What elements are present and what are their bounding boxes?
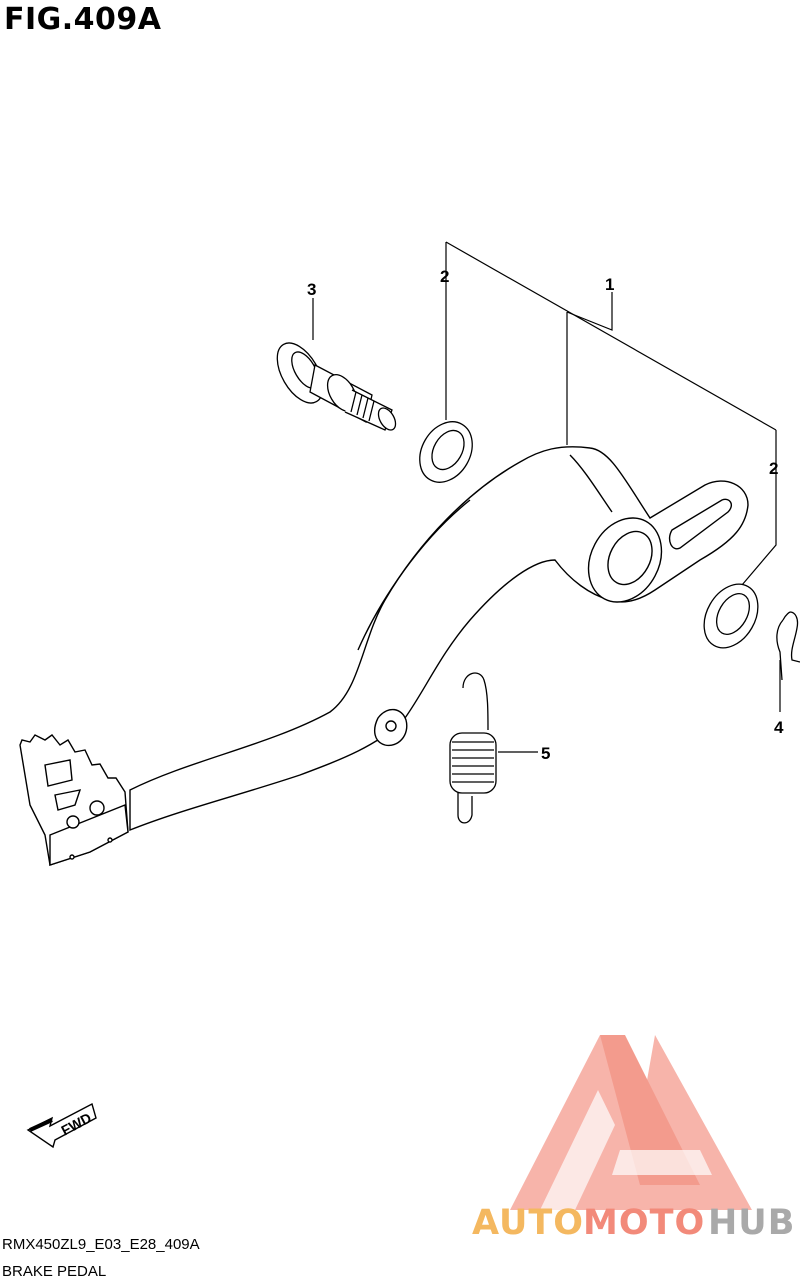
figure-name: BRAKE PEDAL [2, 1263, 107, 1280]
return-spring-part [449, 672, 497, 824]
watermark-auto: AUTO [472, 1203, 585, 1243]
watermark-moto: MOTO [583, 1203, 706, 1243]
pivot-bolt-part [276, 342, 397, 431]
watermark-logo-icon [510, 1035, 752, 1210]
callout-2-left: 2 [440, 267, 449, 286]
figure-title: FIG.409A [4, 2, 162, 37]
fwd-arrow-icon [26, 1102, 97, 1149]
leader-lines [312, 241, 781, 753]
callout-4: 4 [774, 718, 784, 737]
brake-pedal-part [19, 446, 749, 866]
figure-code: RMX450ZL9_E03_E28_409A [2, 1236, 200, 1253]
callout-5: 5 [541, 744, 550, 763]
callout-1: 1 [605, 275, 614, 294]
washer-part-right [703, 583, 759, 649]
washer-part-left [419, 421, 473, 483]
watermark-hub: HUB [708, 1203, 796, 1243]
cotter-pin-part [776, 611, 800, 681]
callout-2-right: 2 [769, 459, 778, 478]
callout-3: 3 [307, 280, 316, 299]
